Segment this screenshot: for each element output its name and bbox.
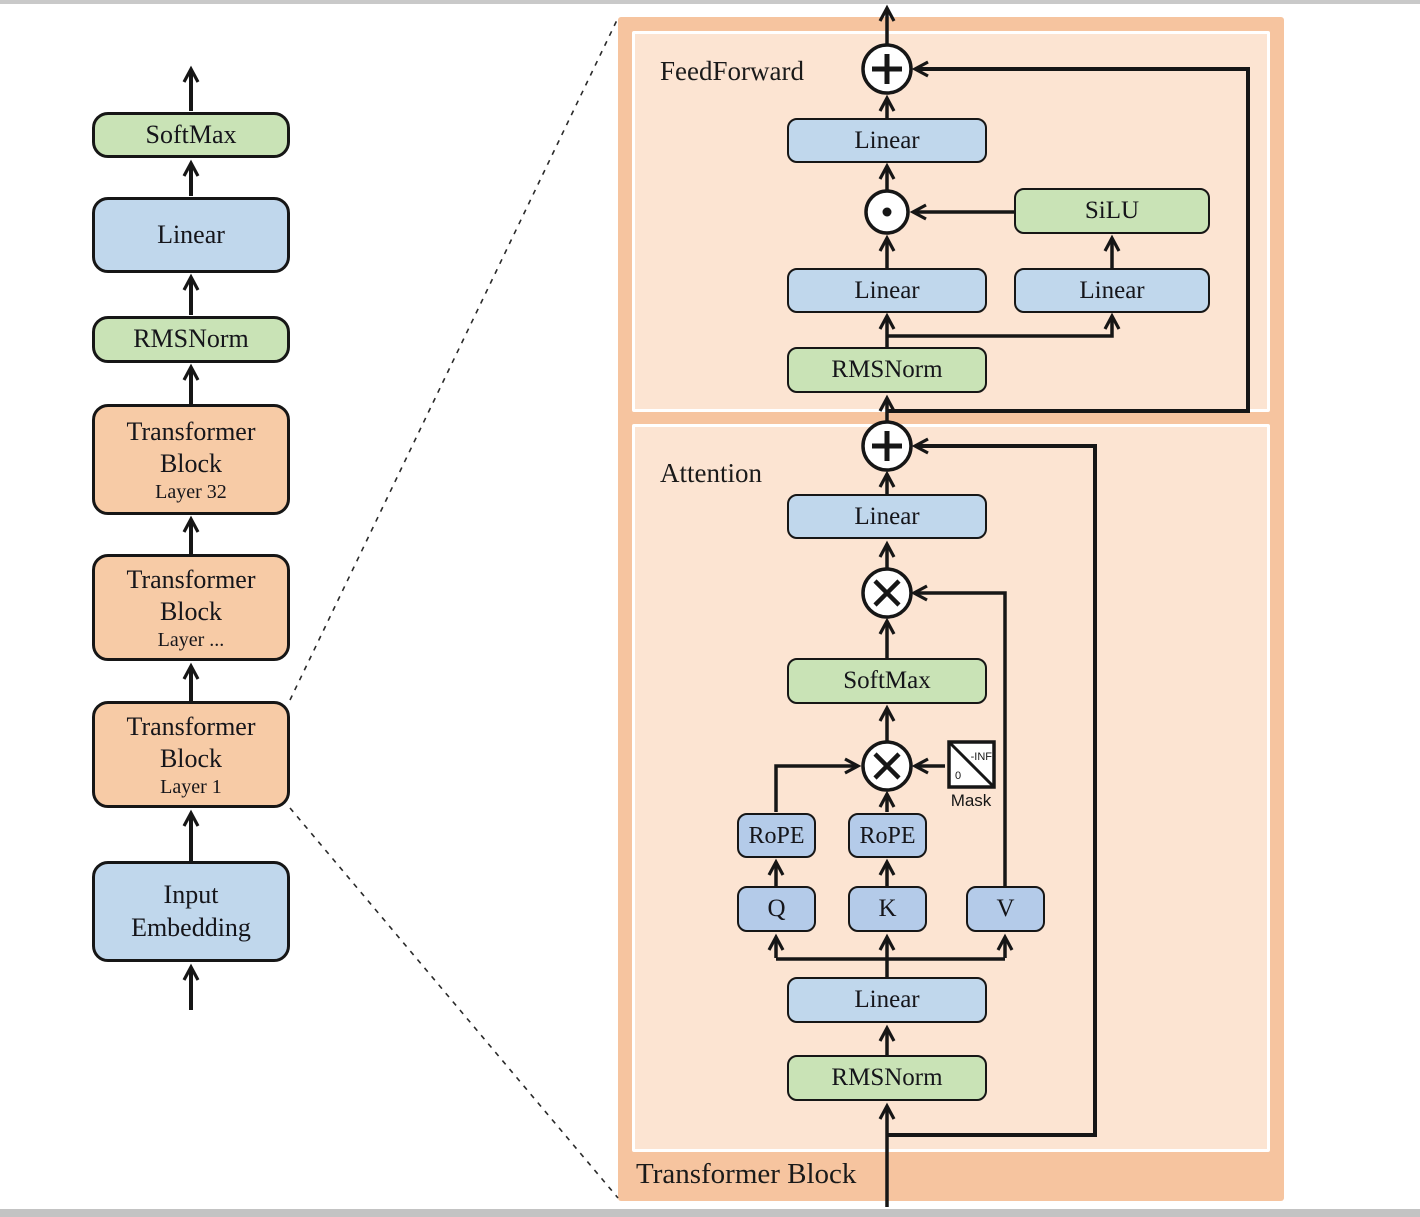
box-label: Q [767, 895, 786, 923]
box-label: RoPE [748, 822, 805, 849]
ff-linear-out-box: Linear [787, 118, 987, 163]
block-label: Embedding [131, 912, 251, 942]
block-sublabel: Layer 32 [155, 480, 227, 503]
left-transformer-block-layer-dots: Transformer Block Layer ... [92, 554, 290, 661]
att-rope-k-box: RoPE [848, 813, 927, 858]
block-label: Input [163, 880, 219, 909]
block-label: Block [159, 597, 223, 626]
block-label: Linear [157, 219, 225, 249]
block-sublabel: Layer 1 [160, 775, 222, 798]
block-label: SoftMax [145, 119, 237, 149]
feedforward-section-label: FeedForward [660, 56, 804, 86]
block-label: Block [159, 744, 223, 773]
left-rmsnorm-block: RMSNorm [92, 316, 290, 363]
box-label: Linear [854, 126, 920, 154]
att-rmsnorm-box: RMSNorm [787, 1055, 987, 1101]
ff-rmsnorm-box: RMSNorm [787, 347, 987, 393]
box-label: RMSNorm [831, 1064, 943, 1092]
att-q-box: Q [737, 886, 816, 932]
box-label: SoftMax [843, 667, 931, 695]
attention-section-label: Attention [660, 458, 762, 488]
box-label: RoPE [859, 822, 916, 849]
box-label: K [878, 895, 897, 923]
left-softmax-block: SoftMax [92, 112, 290, 158]
att-linear-out-box: Linear [787, 494, 987, 539]
block-label: Transformer [126, 564, 256, 594]
bottom-border-line [0, 1209, 1420, 1217]
box-label: Linear [854, 986, 920, 1014]
block-label: Transformer [126, 711, 256, 741]
box-label: SiLU [1084, 197, 1140, 225]
box-label: Linear [1079, 276, 1145, 304]
att-softmax-box: SoftMax [787, 658, 987, 704]
transformer-block-panel-title: Transformer Block [636, 1158, 857, 1190]
box-label: RMSNorm [831, 356, 943, 384]
top-border-line [0, 0, 1420, 4]
left-input-embedding-block: Input Embedding [92, 861, 290, 962]
ff-linear-gate-box: Linear [787, 268, 987, 313]
ff-silu-box: SiLU [1014, 188, 1210, 234]
left-linear-block: Linear [92, 197, 290, 273]
box-label: Linear [854, 276, 920, 304]
left-transformer-block-layer1: Transformer Block Layer 1 [92, 701, 290, 808]
left-transformer-block-layer32: Transformer Block Layer 32 [92, 404, 290, 515]
box-label: Linear [854, 502, 920, 530]
box-label: V [996, 895, 1015, 923]
att-k-box: K [848, 886, 927, 932]
ff-linear-up-box: Linear [1014, 268, 1210, 313]
block-label: Block [159, 449, 223, 478]
block-label: RMSNorm [133, 324, 249, 354]
att-rope-q-box: RoPE [737, 813, 816, 858]
att-linear-qkv-box: Linear [787, 977, 987, 1023]
zoom-connector-lines [289, 17, 619, 1199]
block-sublabel: Layer ... [157, 628, 225, 651]
att-v-box: V [966, 886, 1045, 932]
block-label: Transformer [126, 416, 256, 446]
